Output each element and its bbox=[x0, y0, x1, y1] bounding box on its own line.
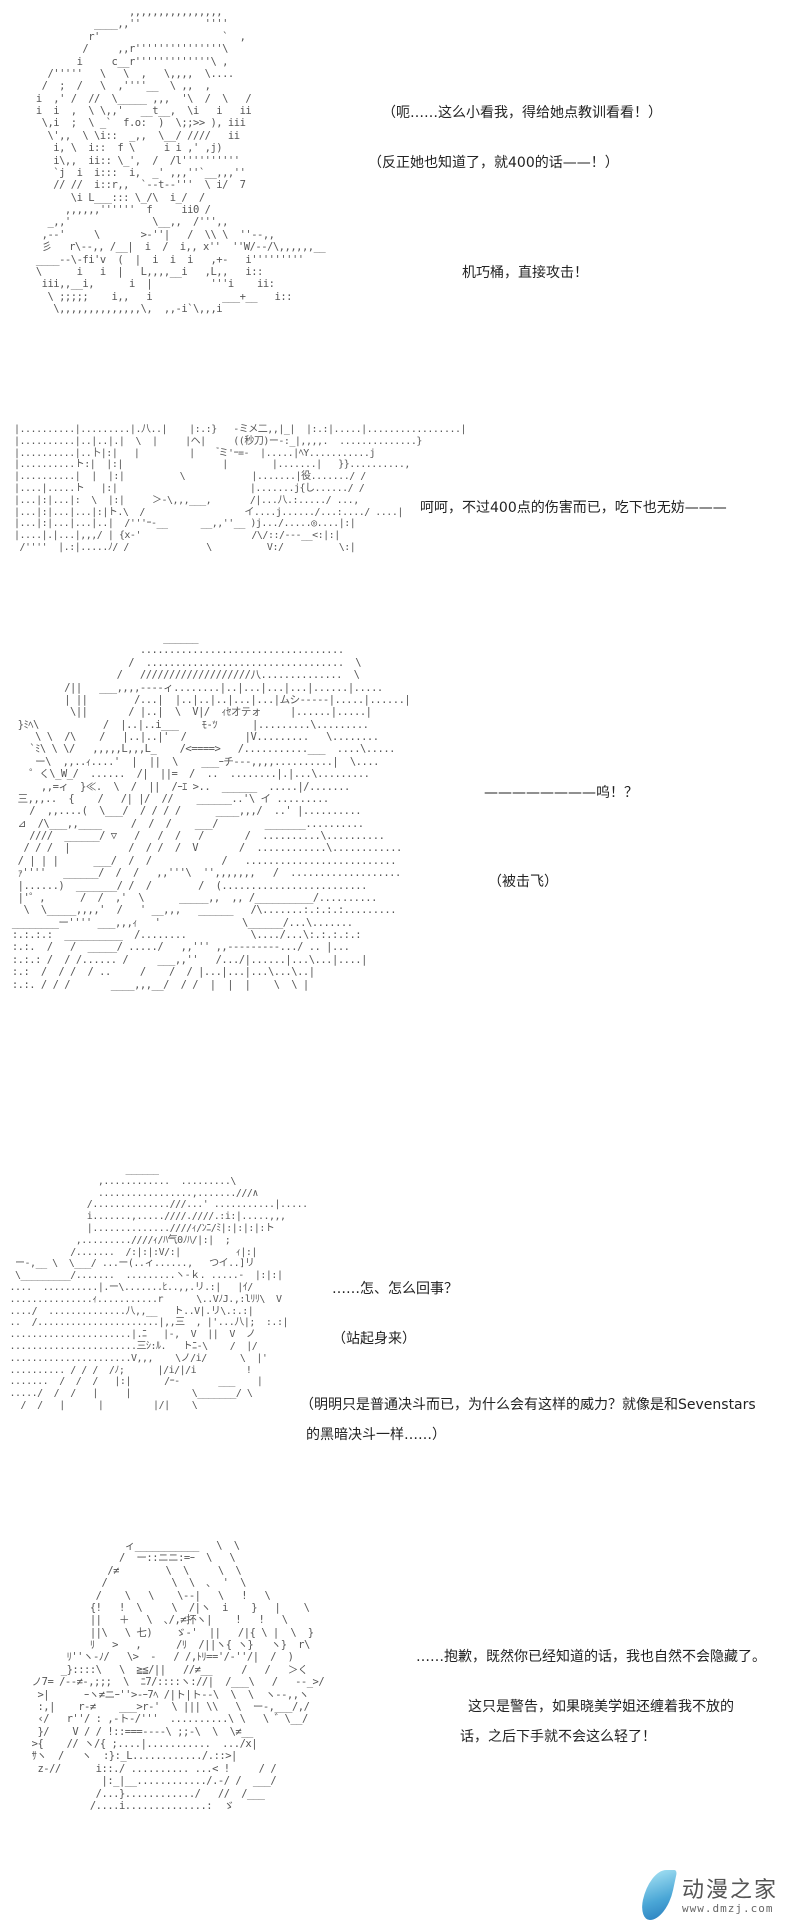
dialogue-line: 的黑暗决斗一样……） bbox=[306, 1427, 446, 1443]
ascii-art-character: ィ___________ \ \ / ー::ニニ:=ｰ \ \ /≠ \ \ \… bbox=[31, 1540, 325, 1812]
panel-1: ,,,,,,,,,,,,,,,, ____,,'' '''' r' ` , / … bbox=[0, 0, 800, 410]
dialogue-line: 机巧桶，直接攻击！ bbox=[462, 265, 588, 281]
dialogue-line: ————————呜！？ bbox=[484, 785, 638, 801]
ascii-art-character: ______ ,............ .........\ ........… bbox=[9, 1164, 309, 1411]
panel-5: ィ___________ \ \ / ー::ニニ:=ｰ \ \ /≠ \ \ \… bbox=[0, 1520, 800, 1928]
dialogue-line: ……怎、怎么回事？ bbox=[332, 1281, 458, 1297]
panel-2: |..........|.........|.八..| |:.:} -ミメ二,,… bbox=[0, 410, 800, 610]
dialogue-line: （被击飞） bbox=[488, 874, 558, 890]
dialogue-line: （反正她也知道了，就400的话——！） bbox=[368, 155, 619, 171]
watermark-url: www.dmzj.com bbox=[682, 1902, 774, 1915]
ascii-art-character: ______ .................................… bbox=[11, 632, 411, 991]
dialogue-line: 话，之后下手就不会这么轻了！ bbox=[460, 1729, 656, 1745]
watermark-logo: 动漫之家 www.dmzj.com bbox=[638, 1868, 800, 1924]
dialogue-line: ……抱歉，既然你已经知道的话，我也自然不会隐藏了。 bbox=[416, 1649, 766, 1665]
ascii-art-character: ,,,,,,,,,,,,,,,, ____,,'' '''' r' ` , / … bbox=[35, 6, 326, 315]
panel-4: ______ ,............ .........\ ........… bbox=[0, 1150, 800, 1490]
dialogue-line: （明明只是普通决斗而已，为什么会有这样的威力？就像是和Sevenstars bbox=[300, 1397, 756, 1413]
dialogue-line: （站起身来） bbox=[332, 1331, 416, 1347]
water-drop-logo-icon bbox=[638, 1870, 678, 1920]
panel-3: ______ .................................… bbox=[0, 620, 800, 1140]
watermark-name: 动漫之家 bbox=[682, 1878, 779, 1903]
dialogue-line: 这只是警告，如果晓美学姐还缠着我不放的 bbox=[468, 1699, 734, 1715]
dialogue-line: 呵呵，不过400点的伤害而已，吃下也无妨——— bbox=[420, 500, 727, 516]
ascii-art-character: |..........|.........|.八..| |:.:} -ミメ二,,… bbox=[14, 424, 467, 553]
dialogue-line: （呃……这么小看我，得给她点教训看看！） bbox=[382, 105, 662, 121]
